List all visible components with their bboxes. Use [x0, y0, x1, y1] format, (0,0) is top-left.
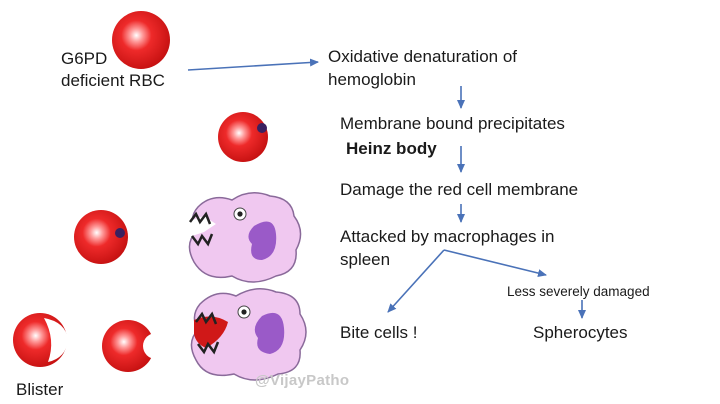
arrow-step4-to-bite-cells: [387, 249, 445, 313]
step3-text: Damage the red cell membrane: [340, 180, 579, 199]
arrow-step4-to-less-damaged: [443, 249, 547, 277]
heinz-body-label: Heinz body: [346, 139, 437, 158]
macrophage-icon: [186, 192, 302, 283]
heinz-rbc-icon: [218, 112, 268, 162]
heinz-rbc-macrophage-icon: [74, 210, 128, 264]
bite-cells-label: Bite cells !: [340, 323, 418, 342]
arrow-g6pd-to-oxidative: [187, 58, 319, 71]
less-damaged-label: Less severely damaged: [507, 284, 650, 299]
blister-label: Blister: [16, 380, 64, 399]
step4-line2: spleen: [340, 250, 391, 269]
g6pd-rbc-icon: [112, 11, 170, 69]
step1-line1: Oxidative denaturation of: [328, 47, 518, 66]
blister-cell-icon: [13, 313, 68, 367]
g6pd-label-line2: deficient RBC: [61, 71, 165, 90]
step4-line1: Attacked by macrophages in: [340, 227, 555, 246]
watermark: @VijayPatho: [255, 372, 350, 389]
spherocytes-label: Spherocytes: [533, 323, 628, 342]
flow-arrows: [187, 58, 586, 319]
step1-line2: hemoglobin: [328, 70, 416, 89]
macrophage-icon: [190, 288, 307, 381]
g6pd-label-line1: G6PD: [61, 49, 108, 68]
bite-cell-icon: [102, 320, 169, 372]
step2-text: Membrane bound precipitates: [340, 114, 565, 133]
